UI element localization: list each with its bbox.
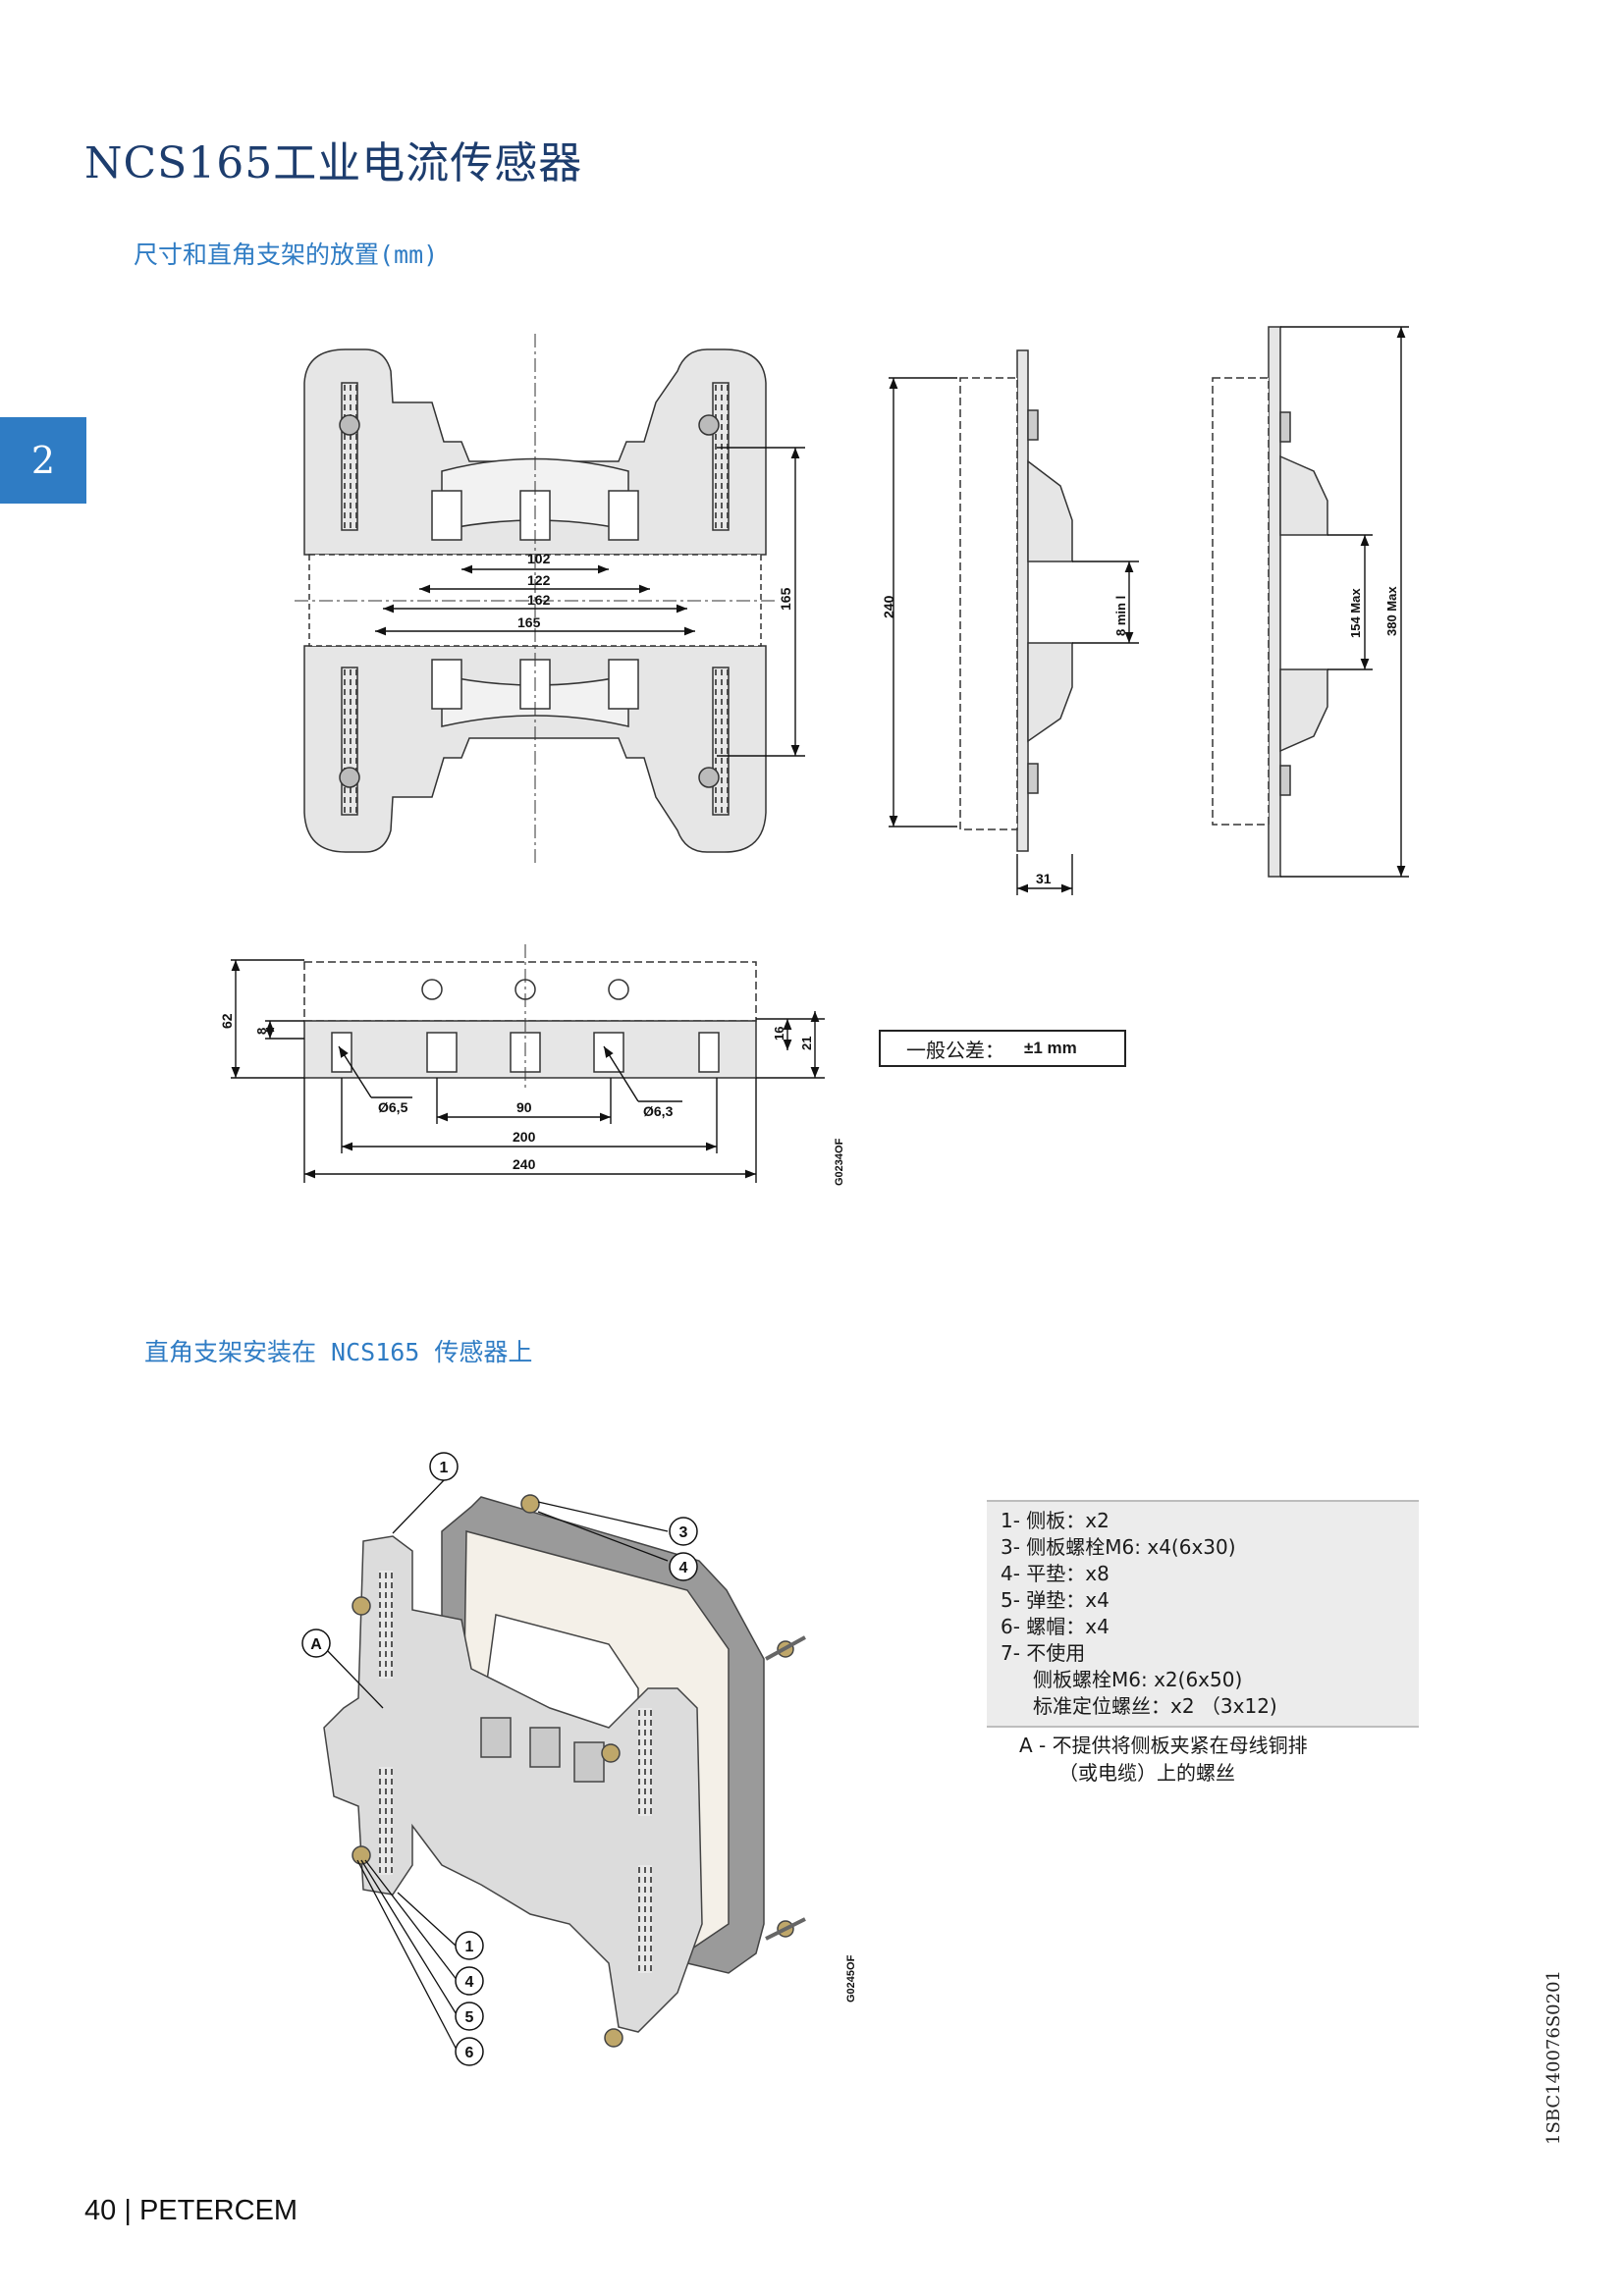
svg-text:1: 1 [465,1939,474,1955]
callout-4-bottom: 4 [455,1966,484,1996]
document-number: 1SBC140076S0201 [1543,1970,1564,2145]
legend-item: 4- 平垫：x8 [1001,1562,1110,1585]
dim-8: 8 [254,1028,269,1035]
callout-1-bottom: 1 [455,1931,484,1960]
legend-item: 5- 弹垫：x4 [1001,1588,1110,1612]
legend-item: 3- 侧板螺栓M6: x4(6x30) [1001,1535,1236,1559]
svg-text:5: 5 [465,2009,474,2026]
callout-6: 6 [455,2037,484,2066]
side-view-1-drawing [959,349,1073,852]
brand-name: PETERCEM [138,2195,298,2226]
callout-3: 3 [669,1517,698,1546]
drawing-code-2: G0245OF [845,1954,857,2002]
dim-62: 62 [219,1013,235,1029]
tolerance-value: ±1 mm [1024,1039,1077,1057]
callout-1-top: 1 [429,1452,459,1481]
front-view-drawing [303,961,757,1079]
footer-separator: | [124,2195,132,2226]
callout-A: A [301,1629,331,1658]
dim-165: 165 [517,614,541,630]
side-view-2-drawing [1212,326,1328,878]
callout-5: 5 [455,2002,484,2031]
dim-31: 31 [1036,871,1052,886]
parts-legend: 1- 侧板：x2 3- 侧板螺栓M6: x4(6x30) 4- 平垫：x8 5-… [987,1500,1419,1728]
svg-text:1: 1 [440,1460,449,1476]
side-view-2-dimension-lines [1280,326,1409,878]
mounting-isometric-drawing [323,1494,806,2048]
dim-240-vertical: 240 [881,595,896,618]
dim-diameter-6-5: Ø6,5 [378,1099,408,1115]
dim-16: 16 [772,1027,786,1041]
section-subtitle-mounting: 直角支架安装在 NCS165 传感器上 [144,1338,533,1366]
svg-text:4: 4 [465,1974,474,1991]
dim-102: 102 [527,551,551,566]
dim-21: 21 [799,1037,814,1050]
legend-item: 1- 侧板：x2 [1001,1509,1110,1532]
top-view-dimension-lines [375,447,805,757]
drawing-code-1: G0234OF [834,1138,845,1186]
note-line: （或电缆）上的螺丝 [1058,1761,1235,1785]
tolerance-box: 一般公差： ±1 mm [879,1030,1126,1067]
legend-item: 侧板螺栓M6: x2(6x50) [1033,1668,1243,1691]
page-title: NCS165工业电流传感器 [84,138,583,188]
dim-162: 162 [527,592,551,608]
dim-240: 240 [513,1156,536,1172]
svg-text:4: 4 [679,1560,688,1576]
chapter-tab: 2 [0,417,86,504]
dim-154-max: 154 Max [1348,588,1363,638]
callout-leaders [323,1479,669,2053]
dim-380-max: 380 Max [1384,586,1399,636]
page-number: 40 [84,2195,117,2226]
section-subtitle-dimensions: 尺寸和直角支架的放置(mm) [134,240,439,269]
svg-text:A: A [310,1636,322,1653]
svg-text:6: 6 [465,2045,474,2061]
front-view-dimension-lines [231,959,825,1183]
dim-90: 90 [516,1099,532,1115]
note-line: A - 不提供将侧板夹紧在母线铜排 [1019,1734,1308,1757]
legend-item: 标准定位螺丝：x2 （3x12) [1033,1694,1277,1718]
svg-text:3: 3 [679,1524,688,1541]
note-A: A - 不提供将侧板夹紧在母线铜排 （或电缆）上的螺丝 [1019,1732,1308,1787]
tolerance-label: 一般公差： [906,1038,1004,1062]
dim-diameter-6-3: Ø6,3 [643,1103,674,1119]
dim-200: 200 [513,1129,536,1145]
side-view-1-dimension-lines [889,377,1139,895]
dim-8-min: 8 min l [1113,596,1128,636]
legend-item: 6- 螺帽：x4 [1001,1615,1110,1638]
dim-122: 122 [527,572,551,588]
page-footer: 40 | PETERCEM [84,2195,298,2227]
callout-4-top: 4 [669,1552,698,1581]
dim-165-vertical: 165 [778,587,793,611]
legend-item: 7- 不使用 [1001,1641,1086,1665]
